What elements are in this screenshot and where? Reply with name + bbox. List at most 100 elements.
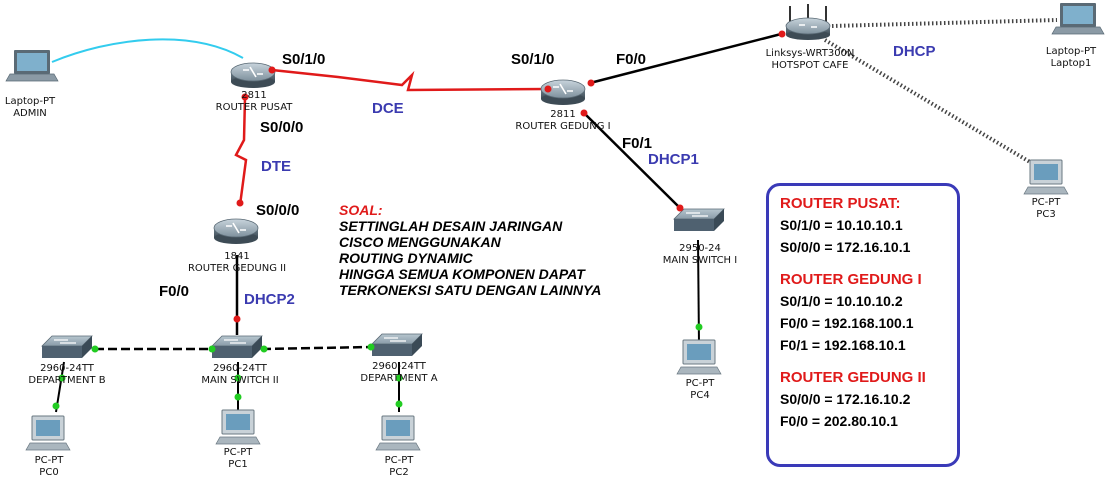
config-line: S0/1/0 = 10.10.10.1 <box>780 217 903 233</box>
device-name: PC1 <box>228 459 248 470</box>
serial-link-pusat-gedung2[interactable] <box>234 96 248 206</box>
config-title-router-gedung1: ROUTER GEDUNG I <box>780 271 922 288</box>
device-name: PC4 <box>690 390 710 401</box>
config-line: F0/0 = 192.168.100.1 <box>780 315 914 331</box>
pc-icon[interactable] <box>25 415 71 451</box>
port-status-light <box>676 204 684 212</box>
serial-link-pusat-gedung1[interactable] <box>271 68 549 92</box>
port-status-light <box>241 93 249 101</box>
device-name: ROUTER PUSAT <box>215 102 293 113</box>
pc-icon[interactable] <box>375 415 421 451</box>
task-note-lines: SETTINGLAH DESAIN JARINGAN CISCO MENGGUN… <box>339 218 601 298</box>
link-label-dte: DTE <box>261 158 291 175</box>
device-label-pc0: PC-PT PC0 <box>35 455 64 479</box>
ethernet-link-gedung1-switch1[interactable] <box>583 112 681 209</box>
port-status-light <box>52 402 60 410</box>
device-type: Laptop-PT <box>1045 46 1097 57</box>
device-label-pc1: PC-PT PC1 <box>224 447 253 471</box>
port-label-pusat-s000: S0/0/0 <box>260 119 304 136</box>
task-note-title: SOAL: <box>339 202 383 218</box>
device-label-router-gedung1: 2811 ROUTER GEDUNG I <box>515 109 610 133</box>
router-icon[interactable] <box>213 218 259 244</box>
port-status-light <box>91 345 99 353</box>
device-label-main-switch1: 2950-24 MAIN SWITCH I <box>663 243 737 267</box>
switch-icon[interactable] <box>371 333 423 356</box>
port-status-light <box>778 30 786 38</box>
port-status-light <box>580 109 588 117</box>
device-name: ADMIN <box>13 108 47 119</box>
port-status-light <box>208 345 216 353</box>
device-type: 2950-24 <box>679 243 721 254</box>
port-status-light <box>395 374 403 382</box>
device-name: HOTSPOT CAFE <box>771 60 849 71</box>
switch-icon[interactable] <box>673 208 725 231</box>
port-status-light <box>695 323 703 331</box>
port-label-gedung2-f00: F0/0 <box>159 283 190 300</box>
device-type: 2960-24TT <box>372 361 426 372</box>
device-type: 2960-24TT <box>40 363 94 374</box>
port-label-gedung2-s000: S0/0/0 <box>256 202 300 219</box>
port-status-light <box>268 66 276 74</box>
wireless-router-icon[interactable] <box>785 4 831 40</box>
port-label-gedung1-s010: S0/1/0 <box>511 51 555 68</box>
device-label-pc3: PC-PT PC3 <box>1032 197 1061 221</box>
task-note: SOAL: SETTINGLAH DESAIN JARINGAN CISCO M… <box>339 202 601 298</box>
port-status-light <box>234 393 242 401</box>
device-name: PC0 <box>39 467 59 478</box>
device-label-pc2: PC-PT PC2 <box>385 455 414 479</box>
port-status-light <box>260 345 268 353</box>
link-label-dhcp: DHCP <box>893 43 936 60</box>
device-type: 2960-24TT <box>213 363 267 374</box>
device-type: Linksys-WRT300N <box>765 48 855 59</box>
ethernet-link-gedung1-linksys[interactable] <box>589 31 786 85</box>
wireless-link-linksys-pc3[interactable] <box>823 38 1037 167</box>
router-icon[interactable] <box>230 62 276 88</box>
port-status-light <box>233 315 241 323</box>
link-label-dhcp2: DHCP2 <box>244 291 295 308</box>
device-type: 2811 <box>241 90 267 101</box>
device-type: Laptop-PT <box>4 96 56 107</box>
router-icon[interactable] <box>540 79 586 105</box>
device-label-dept-a: 2960-24TT DEPARTMENT A <box>360 361 437 385</box>
port-status-light <box>544 85 552 93</box>
device-label-linksys: Linksys-WRT300N HOTSPOT CAFE <box>766 48 855 72</box>
switch-icon[interactable] <box>41 335 93 358</box>
laptop-icon[interactable] <box>1051 3 1105 35</box>
port-status-light <box>234 374 242 382</box>
device-name: ROUTER GEDUNG I <box>515 121 611 132</box>
pc-icon[interactable] <box>215 409 261 445</box>
wireless-link-linksys-laptop1[interactable] <box>831 18 1058 28</box>
task-note-line: ROUTING DYNAMIC <box>339 250 473 266</box>
task-note-line: CISCO MENGGUNAKAN <box>339 234 501 250</box>
ethernet-link-switch2-depta[interactable] <box>261 345 373 351</box>
config-spacer <box>780 258 957 270</box>
device-label-router-gedung2: 1841 ROUTER GEDUNG II <box>188 251 286 275</box>
port-label-pusat-s010: S0/1/0 <box>282 51 326 68</box>
device-type: 2811 <box>550 109 576 120</box>
device-name: PC3 <box>1036 209 1056 220</box>
ip-config-box: ROUTER PUSAT: S0/1/0 = 10.10.10.1 S0/0/0… <box>766 183 960 467</box>
device-type: PC-PT <box>384 455 414 466</box>
device-type: 1841 <box>224 251 250 262</box>
device-type: PC-PT <box>34 455 64 466</box>
laptop-icon[interactable] <box>5 50 59 82</box>
config-spacer <box>780 356 957 368</box>
port-label-gedung1-f01: F0/1 <box>622 135 653 152</box>
device-name: Laptop1 <box>1050 58 1092 69</box>
config-line: F0/0 = 202.80.10.1 <box>780 413 898 429</box>
console-link-admin-pusat[interactable] <box>51 38 244 63</box>
config-title-router-gedung2: ROUTER GEDUNG II <box>780 369 926 386</box>
device-name: DEPARTMENT B <box>28 375 106 386</box>
config-line: S0/0/0 = 172.16.10.1 <box>780 239 911 255</box>
switch-icon[interactable] <box>211 335 263 358</box>
device-name: PC2 <box>389 467 409 478</box>
pc-icon[interactable] <box>676 339 722 375</box>
port-status-light <box>395 400 403 408</box>
device-label-dept-b: 2960-24TT DEPARTMENT B <box>28 363 105 387</box>
config-line: F0/1 = 192.168.10.1 <box>780 337 906 353</box>
pc-icon[interactable] <box>1023 159 1069 195</box>
device-name: MAIN SWITCH II <box>201 375 279 386</box>
port-status-light <box>236 199 244 207</box>
port-status-light <box>367 343 375 351</box>
